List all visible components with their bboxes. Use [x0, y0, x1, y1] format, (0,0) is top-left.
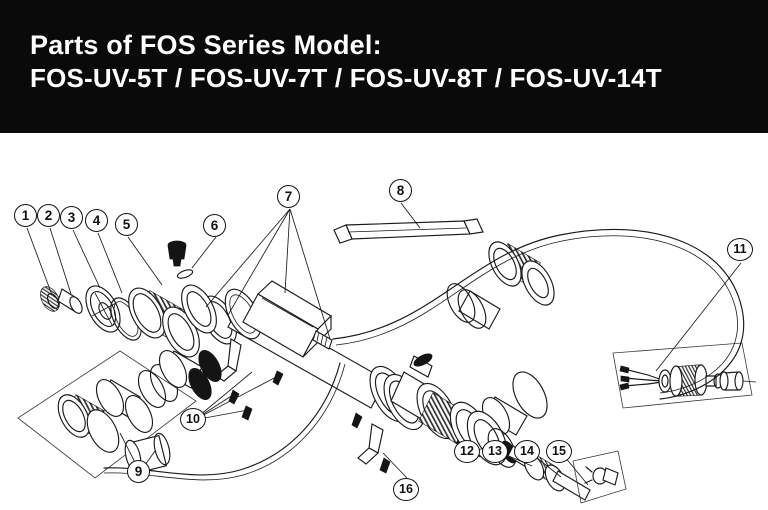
callout-2[interactable]: 2 — [37, 204, 60, 227]
part-5-union-nut — [128, 287, 200, 358]
callout-1[interactable]: 1 — [14, 204, 37, 227]
right-detail-inset — [612, 342, 757, 409]
callout-9[interactable]: 9 — [127, 460, 150, 483]
part-7-control-box — [242, 280, 333, 358]
callout-4[interactable]: 4 — [85, 209, 108, 232]
diagram-svg: .ln{fill:none;stroke:#1a1a1a;stroke-widt… — [17, 202, 757, 504]
left-endcap-assembly — [40, 285, 200, 358]
part-3-flange — [85, 285, 121, 333]
uv-chamber-body — [181, 280, 470, 474]
callout-10[interactable]: 10 — [180, 408, 206, 431]
callout-14[interactable]: 14 — [514, 440, 540, 463]
callout-6[interactable]: 6 — [203, 214, 226, 237]
exploded-diagram: .ln{fill:none;stroke:#1a1a1a;stroke-widt… — [0, 133, 768, 510]
part-1-cap — [40, 286, 61, 312]
left-detail-inset — [17, 350, 197, 479]
callout-5[interactable]: 5 — [115, 213, 138, 236]
power-cord — [332, 228, 745, 400]
part-8-uv-lamp — [333, 218, 484, 244]
callout-13[interactable]: 13 — [482, 440, 508, 463]
title-line-2: FOS-UV-5T / FOS-UV-7T / FOS-UV-8T / FOS-… — [30, 63, 662, 93]
title-banner: Parts of FOS Series Model: FOS-UV-5T / F… — [0, 0, 768, 133]
callout-15[interactable]: 15 — [546, 440, 572, 463]
title-line-1: Parts of FOS Series Model: — [30, 30, 382, 60]
callout-11[interactable]: 11 — [727, 238, 753, 261]
part-6-plug — [167, 240, 194, 279]
part-2-spacer — [57, 288, 83, 314]
callout-16[interactable]: 16 — [393, 478, 419, 501]
callout-12[interactable]: 12 — [454, 440, 480, 463]
callout-8[interactable]: 8 — [389, 179, 412, 202]
callout-3[interactable]: 3 — [60, 206, 83, 229]
callout-7[interactable]: 7 — [277, 185, 300, 208]
quartz-sleeve-stack — [57, 350, 222, 475]
